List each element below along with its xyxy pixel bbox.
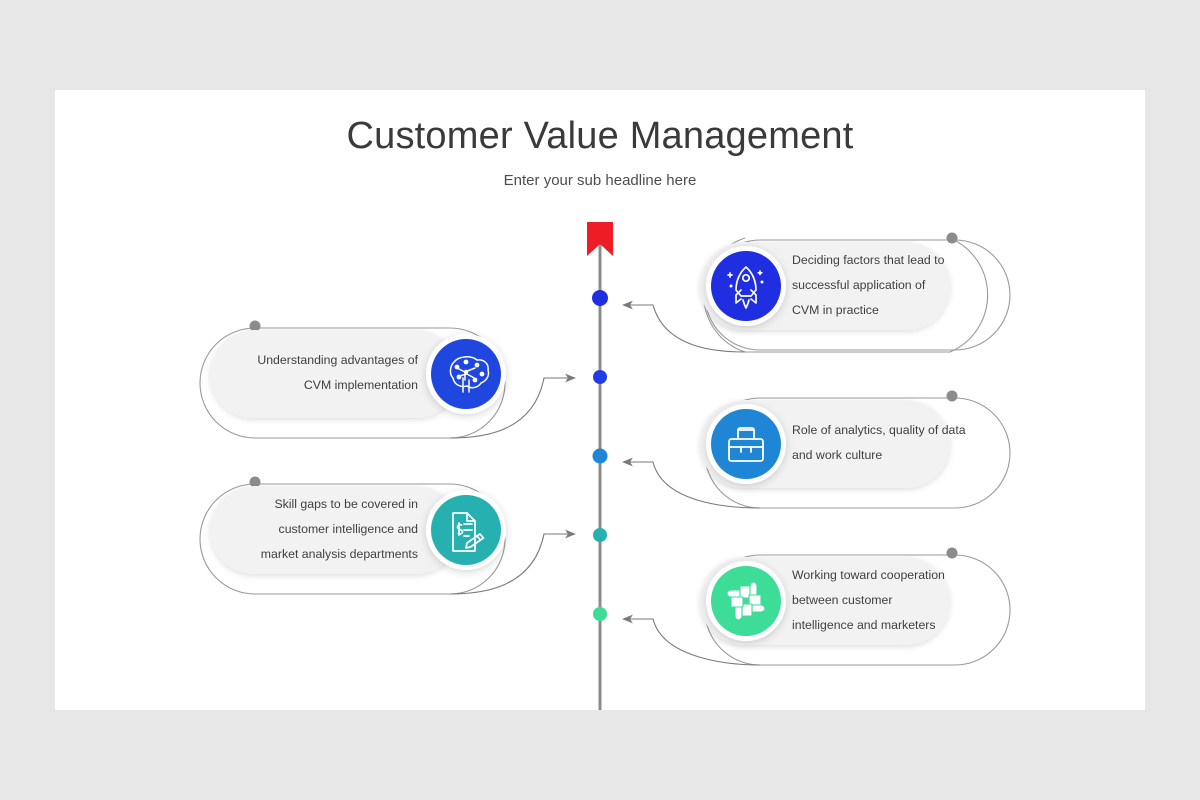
card-deciding-factors[interactable] — [621, 232, 1011, 353]
connector-arrow — [621, 614, 761, 666]
timeline-dot-5[interactable] — [593, 607, 607, 621]
card-skill-gaps[interactable] — [199, 476, 577, 595]
card-understanding-advantages-text: Understanding advantages of CVM implemen… — [233, 348, 418, 398]
timeline-diagram — [199, 222, 1011, 710]
icon-circle — [711, 409, 781, 479]
card-working-toward-cooperation[interactable] — [621, 547, 1011, 666]
card-line: CVM in practice — [792, 303, 879, 317]
card-knob — [946, 547, 958, 559]
briefcase-icon — [728, 427, 764, 462]
card-line: Deciding factors that lead to — [792, 253, 945, 267]
card-body — [210, 486, 460, 574]
brain-network-icon — [449, 356, 490, 393]
teamwork-hands-icon — [726, 581, 766, 621]
card-working-toward-cooperation-text: Working toward cooperation between custo… — [792, 563, 982, 638]
card-line: customer intelligence and — [278, 522, 418, 536]
card-role-of-analytics[interactable] — [621, 390, 1011, 509]
card-line: market analysis departments — [260, 547, 418, 561]
timeline-dot-1[interactable] — [592, 290, 608, 306]
card-knob — [249, 320, 261, 332]
ribbon-chevron-icon — [587, 222, 613, 256]
card-skill-gaps-text: Skill gaps to be covered in customer int… — [218, 492, 418, 567]
card-line: Skill gaps to be covered in — [274, 497, 418, 511]
card-role-of-analytics-text: Role of analytics, quality of data and w… — [792, 418, 982, 468]
timeline-dot-3[interactable] — [592, 448, 608, 464]
card-line: Role of analytics, quality of data — [792, 423, 966, 437]
card-body — [210, 330, 460, 418]
timeline-dot-4[interactable] — [593, 528, 607, 542]
card-line: and work culture — [792, 448, 883, 462]
card-knob — [946, 232, 958, 244]
rocket-icon — [727, 266, 764, 309]
card-line: Understanding advantages of — [257, 353, 418, 367]
connector-arrow — [621, 300, 746, 353]
card-understanding-advantages[interactable] — [199, 320, 577, 439]
card-line: intelligence and marketers — [792, 618, 936, 632]
page-subtitle: Enter your sub headline here — [503, 172, 697, 189]
connector-arrow — [449, 373, 577, 439]
invoice-pen-icon — [452, 512, 485, 552]
card-line: CVM implementation — [303, 378, 418, 392]
card-line: Working toward cooperation — [792, 568, 945, 582]
icon-circle — [711, 566, 781, 636]
card-knob — [946, 390, 958, 402]
card-line: between customer — [792, 593, 893, 607]
card-knob — [249, 476, 261, 488]
card-line: successful application of — [792, 278, 926, 292]
page-title: Customer Value Management — [346, 115, 854, 157]
connector-arrow — [449, 529, 577, 595]
timeline-dot-2[interactable] — [593, 370, 607, 384]
card-deciding-factors-text: Deciding factors that lead to successful… — [792, 248, 972, 323]
slide-canvas: Customer Value Management Enter your sub… — [55, 90, 1145, 710]
connector-arrow — [621, 457, 761, 509]
icon-circle — [711, 251, 781, 321]
